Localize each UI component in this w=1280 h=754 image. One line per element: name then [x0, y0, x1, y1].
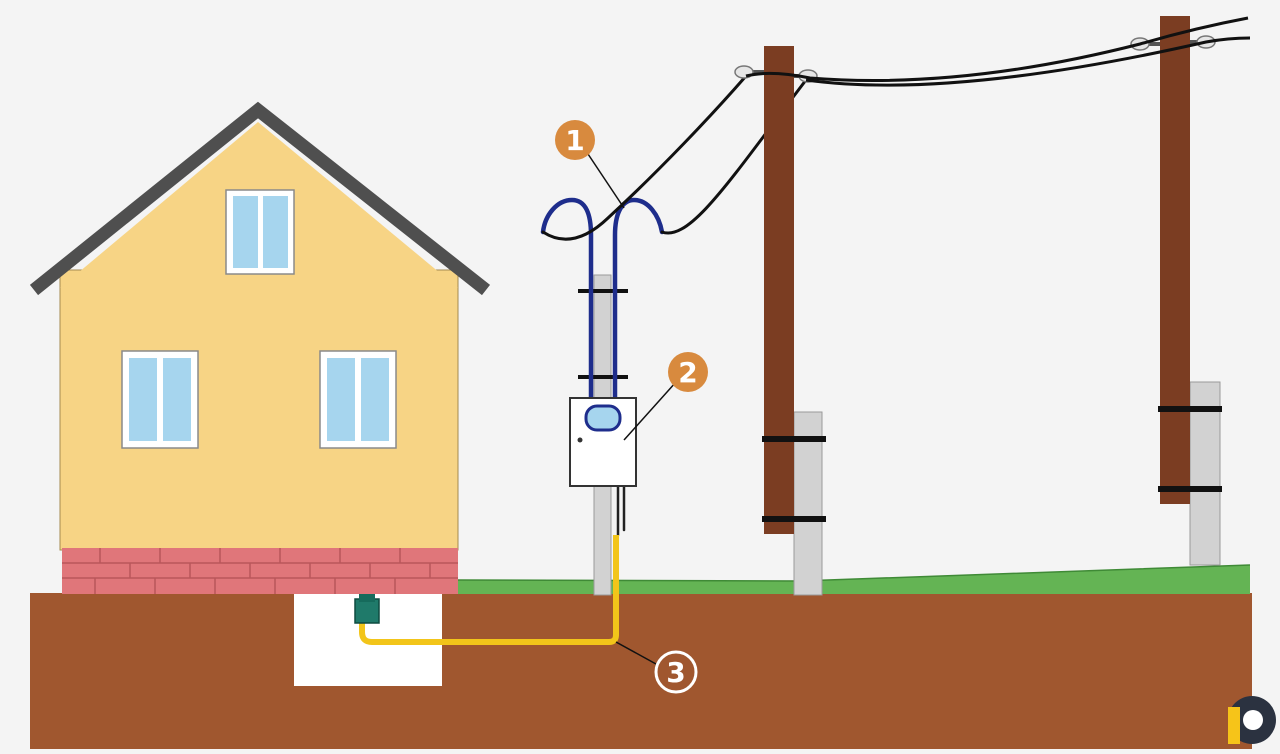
overhead-wire-lower — [805, 36, 1251, 87]
callout-3: 3 — [654, 650, 698, 694]
callout-2: 2 — [668, 352, 708, 392]
callout-2-label: 2 — [678, 356, 697, 389]
meter-lock — [577, 437, 583, 443]
house-roof — [29, 101, 491, 296]
callout-3-label: 3 — [666, 656, 685, 689]
junction-box-cap — [359, 594, 375, 602]
window-left — [121, 350, 199, 449]
pole-2-band-top — [1158, 406, 1222, 412]
callout-3-leader — [615, 641, 657, 665]
junction-box — [354, 598, 380, 624]
service-cable-blue-1 — [540, 197, 594, 403]
service-cable-blue-2 — [612, 197, 665, 403]
pole-2-wood — [1160, 16, 1190, 504]
round-logo-icon — [1228, 696, 1276, 744]
overhead-wire-upper — [745, 16, 1249, 82]
meter-box — [569, 397, 637, 487]
overhead-line — [745, 16, 1251, 87]
window-attic — [225, 189, 295, 275]
meter-window — [584, 404, 622, 432]
house — [29, 101, 491, 594]
post-clamp-top — [578, 289, 628, 293]
underground-cable — [359, 535, 619, 645]
utility-pole-2 — [1130, 16, 1222, 566]
pole-2-concrete-base — [1189, 381, 1221, 566]
pole-1-wood — [764, 46, 794, 534]
brick-foundation — [62, 548, 458, 594]
callout-leaders — [587, 153, 677, 665]
aerial-wire-1 — [541, 74, 748, 241]
pole-1-band-bottom — [762, 516, 826, 522]
soil — [30, 593, 1252, 749]
brick-pattern — [62, 548, 458, 594]
callout-1-label: 1 — [565, 124, 584, 157]
pole-2-band-bottom — [1158, 486, 1222, 492]
callout-1: 1 — [555, 120, 595, 160]
house-wall — [59, 269, 459, 551]
window-right — [319, 350, 397, 449]
utility-pole-1 — [734, 46, 826, 596]
pole-1-concrete-base — [793, 411, 823, 596]
pole-1-band-top — [762, 436, 826, 442]
callout-1-leader — [587, 153, 625, 209]
callout-2-leader — [623, 381, 677, 441]
post-clamp-mid — [578, 375, 628, 379]
